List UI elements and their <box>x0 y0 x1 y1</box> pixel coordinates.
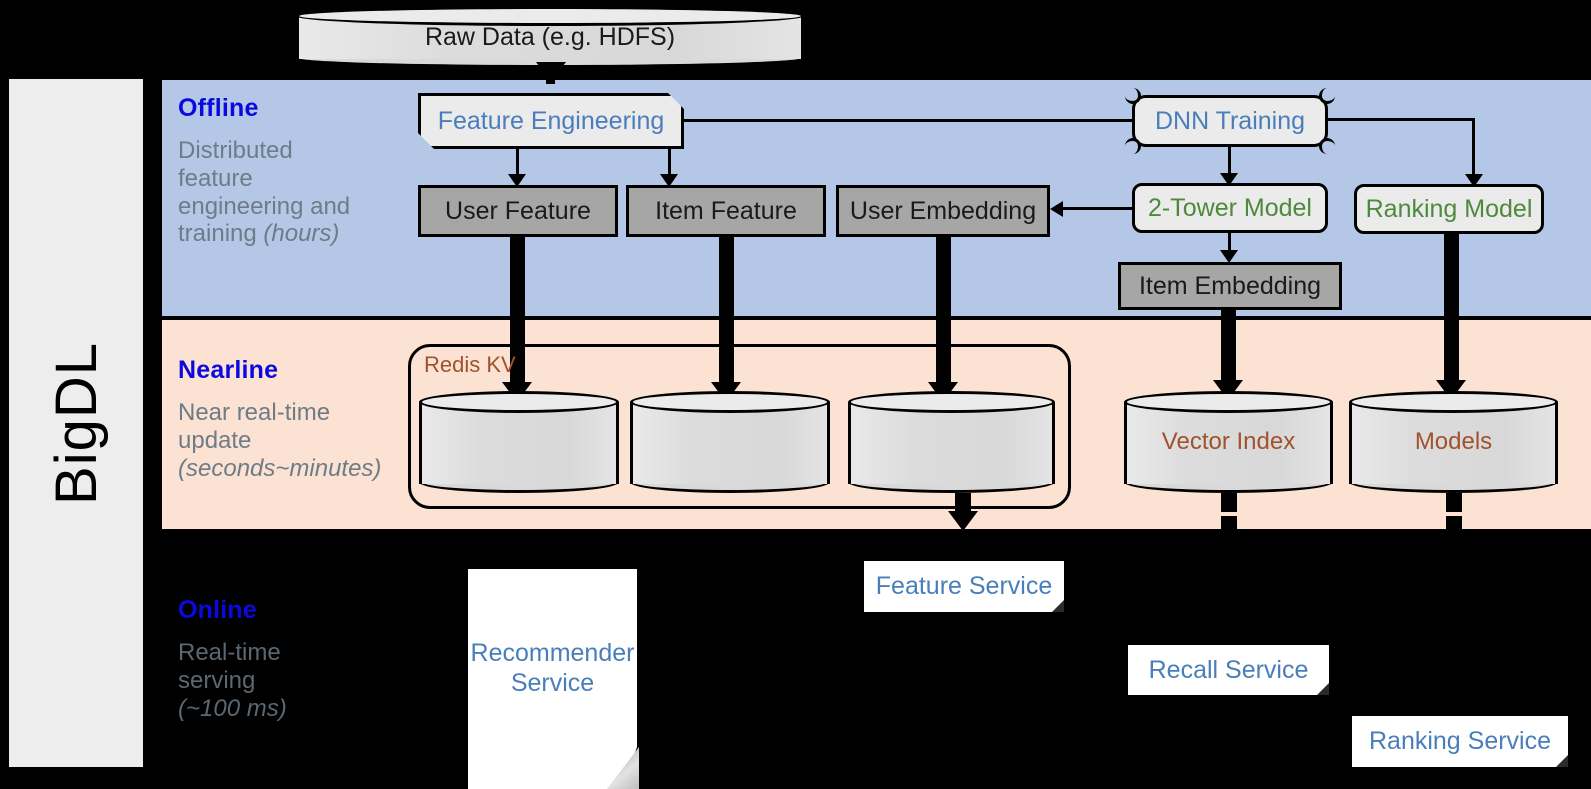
recommender-service-label: Recommender Service <box>468 639 637 698</box>
item-embedding-label: Item Embedding <box>1138 271 1322 300</box>
stub-vectorindex-2 <box>1221 516 1237 532</box>
item-feature-label: Item Feature <box>655 196 797 225</box>
raw-data-label: Raw Data (e.g. HDFS) <box>424 22 676 51</box>
recommender-service-line1: Recommender <box>470 639 635 667</box>
user-embedding-node[interactable]: User Embedding <box>836 185 1050 237</box>
arrowhead-fe-itemfeature-icon <box>660 174 678 187</box>
online-band-text: Online Real-time serving (~100 ms) <box>178 596 408 722</box>
online-desc-italic: (~100 ms) <box>178 694 287 722</box>
arrowhead-fe-userfeature-icon <box>508 174 526 187</box>
user-feature-label: User Feature <box>445 196 591 225</box>
offline-band-text: Offline Distributed feature engineering … <box>178 94 393 248</box>
online-desc-1: Real-time <box>178 639 281 666</box>
cylinder-top-icon <box>1349 391 1558 413</box>
nearline-band-text: Nearline Near real-time update (seconds~… <box>178 356 408 482</box>
feature-service-node[interactable]: Feature Service <box>864 561 1064 612</box>
pipe-rankingmodel-models <box>1444 232 1459 386</box>
stub-vectorindex-1 <box>1221 493 1237 512</box>
item-feature-node[interactable]: Item Feature <box>626 185 826 237</box>
ranking-model-label: Ranking Model <box>1365 194 1533 223</box>
nearline-title: Nearline <box>178 356 279 384</box>
recommender-service-line2: Service <box>510 668 595 697</box>
offline-desc-italic: (hours) <box>263 220 340 248</box>
cylinder-top-icon <box>296 6 804 26</box>
recall-service-label: Recall Service <box>1148 655 1309 684</box>
arrowhead-redis-featureservice-icon <box>948 511 978 531</box>
connector-dnn-2tower <box>1228 147 1231 177</box>
arrowhead-rawdata-fe-icon <box>536 62 566 82</box>
arrowhead-2tower-itemembedding-icon <box>1220 250 1238 263</box>
redis-kv-label: Redis KV <box>424 352 516 377</box>
cylinder-top-icon <box>1124 391 1333 413</box>
cylinder-top-icon <box>848 391 1055 413</box>
ticket-notch-br-icon <box>1319 138 1335 154</box>
connector-fe-itemfeature <box>668 149 671 178</box>
offline-desc-1: Distributed <box>178 137 293 164</box>
redis-kv-container <box>408 344 1071 509</box>
ranking-service-node[interactable]: Ranking Service <box>1352 716 1568 767</box>
pipe-userfeature-redis <box>510 236 525 388</box>
item-embedding-node[interactable]: Item Embedding <box>1118 262 1342 310</box>
cylinder-top-icon <box>419 391 619 413</box>
bigdl-label: BigDL <box>43 341 109 505</box>
models-label: Models <box>1414 428 1493 455</box>
two-tower-model-label: 2-Tower Model <box>1148 193 1312 222</box>
connector-dnn-ranking-h <box>1328 118 1475 121</box>
pipe-itemfeature-redis <box>719 236 734 388</box>
nearline-desc-2: update <box>178 426 252 454</box>
models-cylinder[interactable]: Models <box>1349 391 1558 493</box>
cylinder-body-icon <box>630 402 830 484</box>
feature-engineering-label: Feature Engineering <box>437 106 665 135</box>
bigdl-sidebar: BigDL <box>6 76 146 770</box>
connector-fe-userfeature <box>516 149 519 178</box>
connector-2tower-userembedding <box>1062 207 1134 210</box>
online-title: Online <box>178 596 257 624</box>
cylinder-body-icon <box>419 402 619 484</box>
vector-index-cylinder[interactable]: Vector Index <box>1124 391 1333 493</box>
cylinder-body-icon <box>1124 402 1333 484</box>
connector-fe-dnn <box>684 119 1158 122</box>
connector-dnn-ranking-v <box>1472 118 1475 178</box>
ticket-notch-tl-icon <box>1125 88 1141 104</box>
connector-2tower-itemembedding <box>1228 233 1231 259</box>
feature-service-label: Feature Service <box>875 572 1053 601</box>
stub-redis-featureservice <box>955 493 971 512</box>
ticket-notch-bl-icon <box>1125 138 1141 154</box>
online-desc-2: serving <box>178 666 256 694</box>
dnn-training-node[interactable]: DNN Training <box>1132 95 1328 147</box>
cylinder-body-icon <box>1349 402 1558 484</box>
feature-engineering-node[interactable]: Feature Engineering <box>418 93 684 149</box>
arrowhead-dnn-2tower-icon <box>1220 173 1238 186</box>
ranking-service-label: Ranking Service <box>1368 727 1552 756</box>
ranking-model-node[interactable]: Ranking Model <box>1354 184 1544 234</box>
offline-title: Offline <box>178 94 259 122</box>
stub-models-1 <box>1446 493 1462 512</box>
pipe-userembedding-redis <box>936 236 951 388</box>
dnn-training-label: DNN Training <box>1154 106 1306 135</box>
user-embedding-label: User Embedding <box>849 196 1037 225</box>
user-feature-node[interactable]: User Feature <box>418 185 618 237</box>
arrowhead-2tower-userembedding-icon <box>1050 201 1063 217</box>
offline-desc-3: engineering and <box>178 192 351 220</box>
redis-cylinder-1[interactable] <box>419 391 619 493</box>
nearline-desc-1: Near real-time <box>178 399 331 426</box>
stub-models-2 <box>1446 516 1462 532</box>
recommender-service-node[interactable]: Recommender Service <box>468 569 637 789</box>
arrowhead-dnn-ranking-icon <box>1465 174 1483 187</box>
cylinder-top-icon <box>630 391 830 413</box>
nearline-desc-italic: (seconds~minutes) <box>178 454 382 482</box>
redis-cylinder-3[interactable] <box>848 391 1055 493</box>
vector-index-label: Vector Index <box>1161 428 1296 455</box>
two-tower-model-node[interactable]: 2-Tower Model <box>1132 183 1328 233</box>
offline-desc-2: feature <box>178 164 253 192</box>
redis-cylinder-2[interactable] <box>630 391 830 493</box>
offline-desc-4: training <box>178 220 264 248</box>
recall-service-node[interactable]: Recall Service <box>1128 645 1329 695</box>
cylinder-body-icon <box>848 402 1055 484</box>
ticket-notch-tr-icon <box>1319 88 1335 104</box>
pipe-itemembedding-vectorindex <box>1221 308 1236 386</box>
raw-data-cylinder: Raw Data (e.g. HDFS) <box>296 6 804 68</box>
